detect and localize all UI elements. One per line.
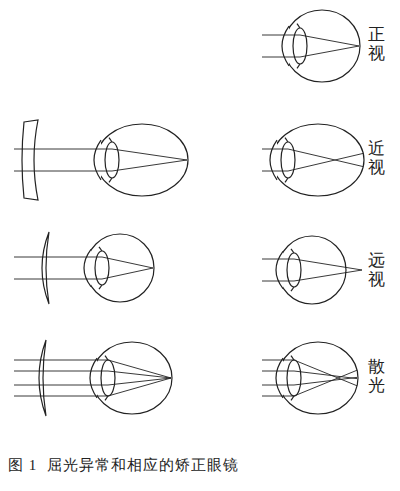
cornea <box>276 358 283 398</box>
light-ray <box>262 360 357 386</box>
iris <box>291 396 294 400</box>
crystalline-lens <box>105 142 119 178</box>
light-ray <box>262 149 363 167</box>
light-ray <box>262 46 359 57</box>
cornea <box>94 140 101 180</box>
iris <box>291 249 294 253</box>
iris <box>105 356 108 360</box>
light-ray <box>14 149 187 160</box>
eyeball <box>278 342 358 414</box>
eyeball <box>278 236 346 304</box>
iris <box>291 287 294 291</box>
eyeball <box>284 10 360 82</box>
crystalline-lens <box>287 360 301 396</box>
iris <box>105 396 108 400</box>
light-ray <box>262 371 357 379</box>
eye <box>262 10 360 82</box>
iris <box>285 178 288 182</box>
eye <box>14 234 154 302</box>
cornea <box>276 251 283 288</box>
light-ray <box>262 153 363 171</box>
light-ray <box>262 370 357 396</box>
cornea <box>270 140 277 180</box>
eye <box>262 342 358 414</box>
cornea <box>282 26 289 66</box>
iris <box>109 138 112 142</box>
eyeball <box>92 342 172 414</box>
condition-label: 近视 <box>368 140 385 177</box>
light-ray <box>14 160 187 171</box>
light-ray <box>262 35 359 46</box>
iris <box>109 178 112 182</box>
iris <box>297 64 300 68</box>
eye <box>14 342 172 414</box>
crystalline-lens <box>281 142 295 178</box>
crystalline-lens <box>101 360 115 396</box>
light-ray <box>262 259 362 270</box>
eye <box>262 124 364 196</box>
figure-caption: 图 1 屈光异常和相应的矫正眼镜 <box>8 456 239 475</box>
crystalline-lens <box>287 253 301 287</box>
light-ray <box>14 268 153 279</box>
eyeball <box>86 234 154 302</box>
crystalline-lens <box>293 28 307 64</box>
light-ray <box>262 377 357 385</box>
convex-lens <box>39 340 46 416</box>
eyeball <box>272 124 364 196</box>
cornea <box>90 358 97 398</box>
light-ray <box>14 378 171 396</box>
crystalline-lens <box>95 251 109 285</box>
convex-lens <box>42 232 49 304</box>
light-ray <box>262 270 362 281</box>
concave-lens <box>22 120 38 200</box>
light-ray <box>14 371 171 378</box>
light-ray <box>14 257 153 268</box>
eyeball <box>96 124 188 196</box>
eye <box>14 124 188 196</box>
light-ray <box>14 360 171 378</box>
iris <box>99 247 102 251</box>
condition-label: 远视 <box>368 252 385 289</box>
iris <box>297 24 300 28</box>
light-ray <box>14 378 171 385</box>
iris <box>99 285 102 289</box>
condition-label: 散光 <box>368 358 385 395</box>
cornea <box>84 249 91 286</box>
iris <box>291 356 294 360</box>
iris <box>285 138 288 142</box>
eye <box>262 236 362 304</box>
condition-label: 正视 <box>368 26 385 63</box>
